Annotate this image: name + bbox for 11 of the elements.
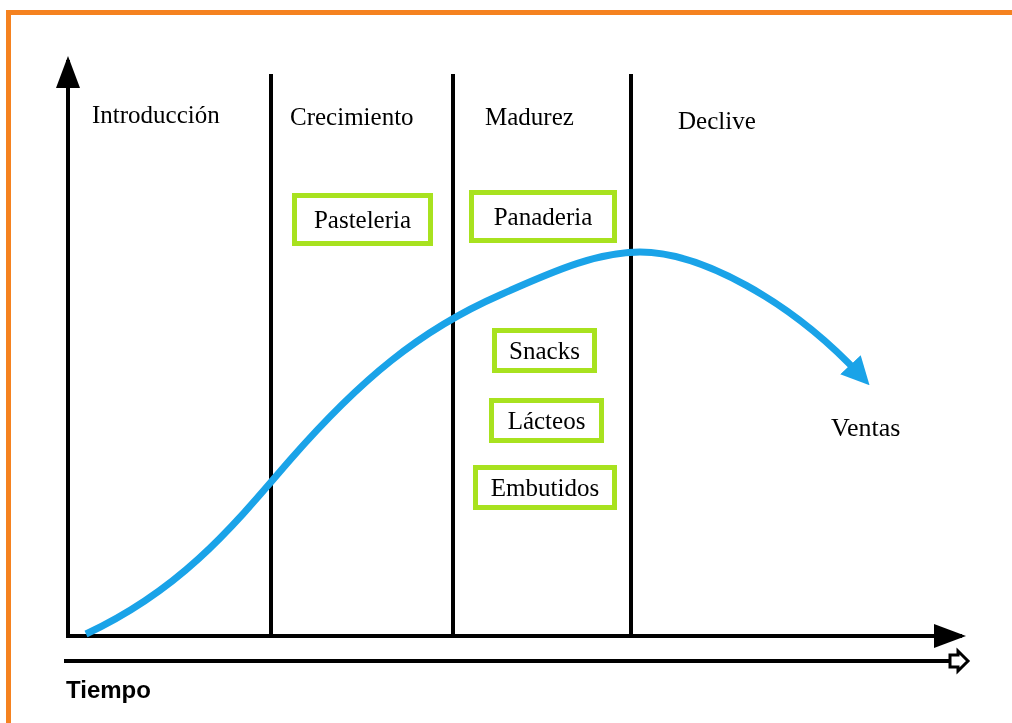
product-box: Panaderia xyxy=(469,190,617,243)
stage-label: Declive xyxy=(678,106,756,136)
product-box: Embutidos xyxy=(473,465,617,510)
curve-label: Ventas xyxy=(831,412,901,444)
product-box: Snacks xyxy=(492,328,597,373)
stage-label: Crecimiento xyxy=(290,102,414,132)
stage-label: Madurez xyxy=(485,102,574,132)
axis-label: Tiempo xyxy=(66,675,151,705)
stage-label: Introducción xyxy=(92,100,220,130)
product-box: Lácteos xyxy=(489,398,604,443)
product-box: Pasteleria xyxy=(292,193,433,246)
